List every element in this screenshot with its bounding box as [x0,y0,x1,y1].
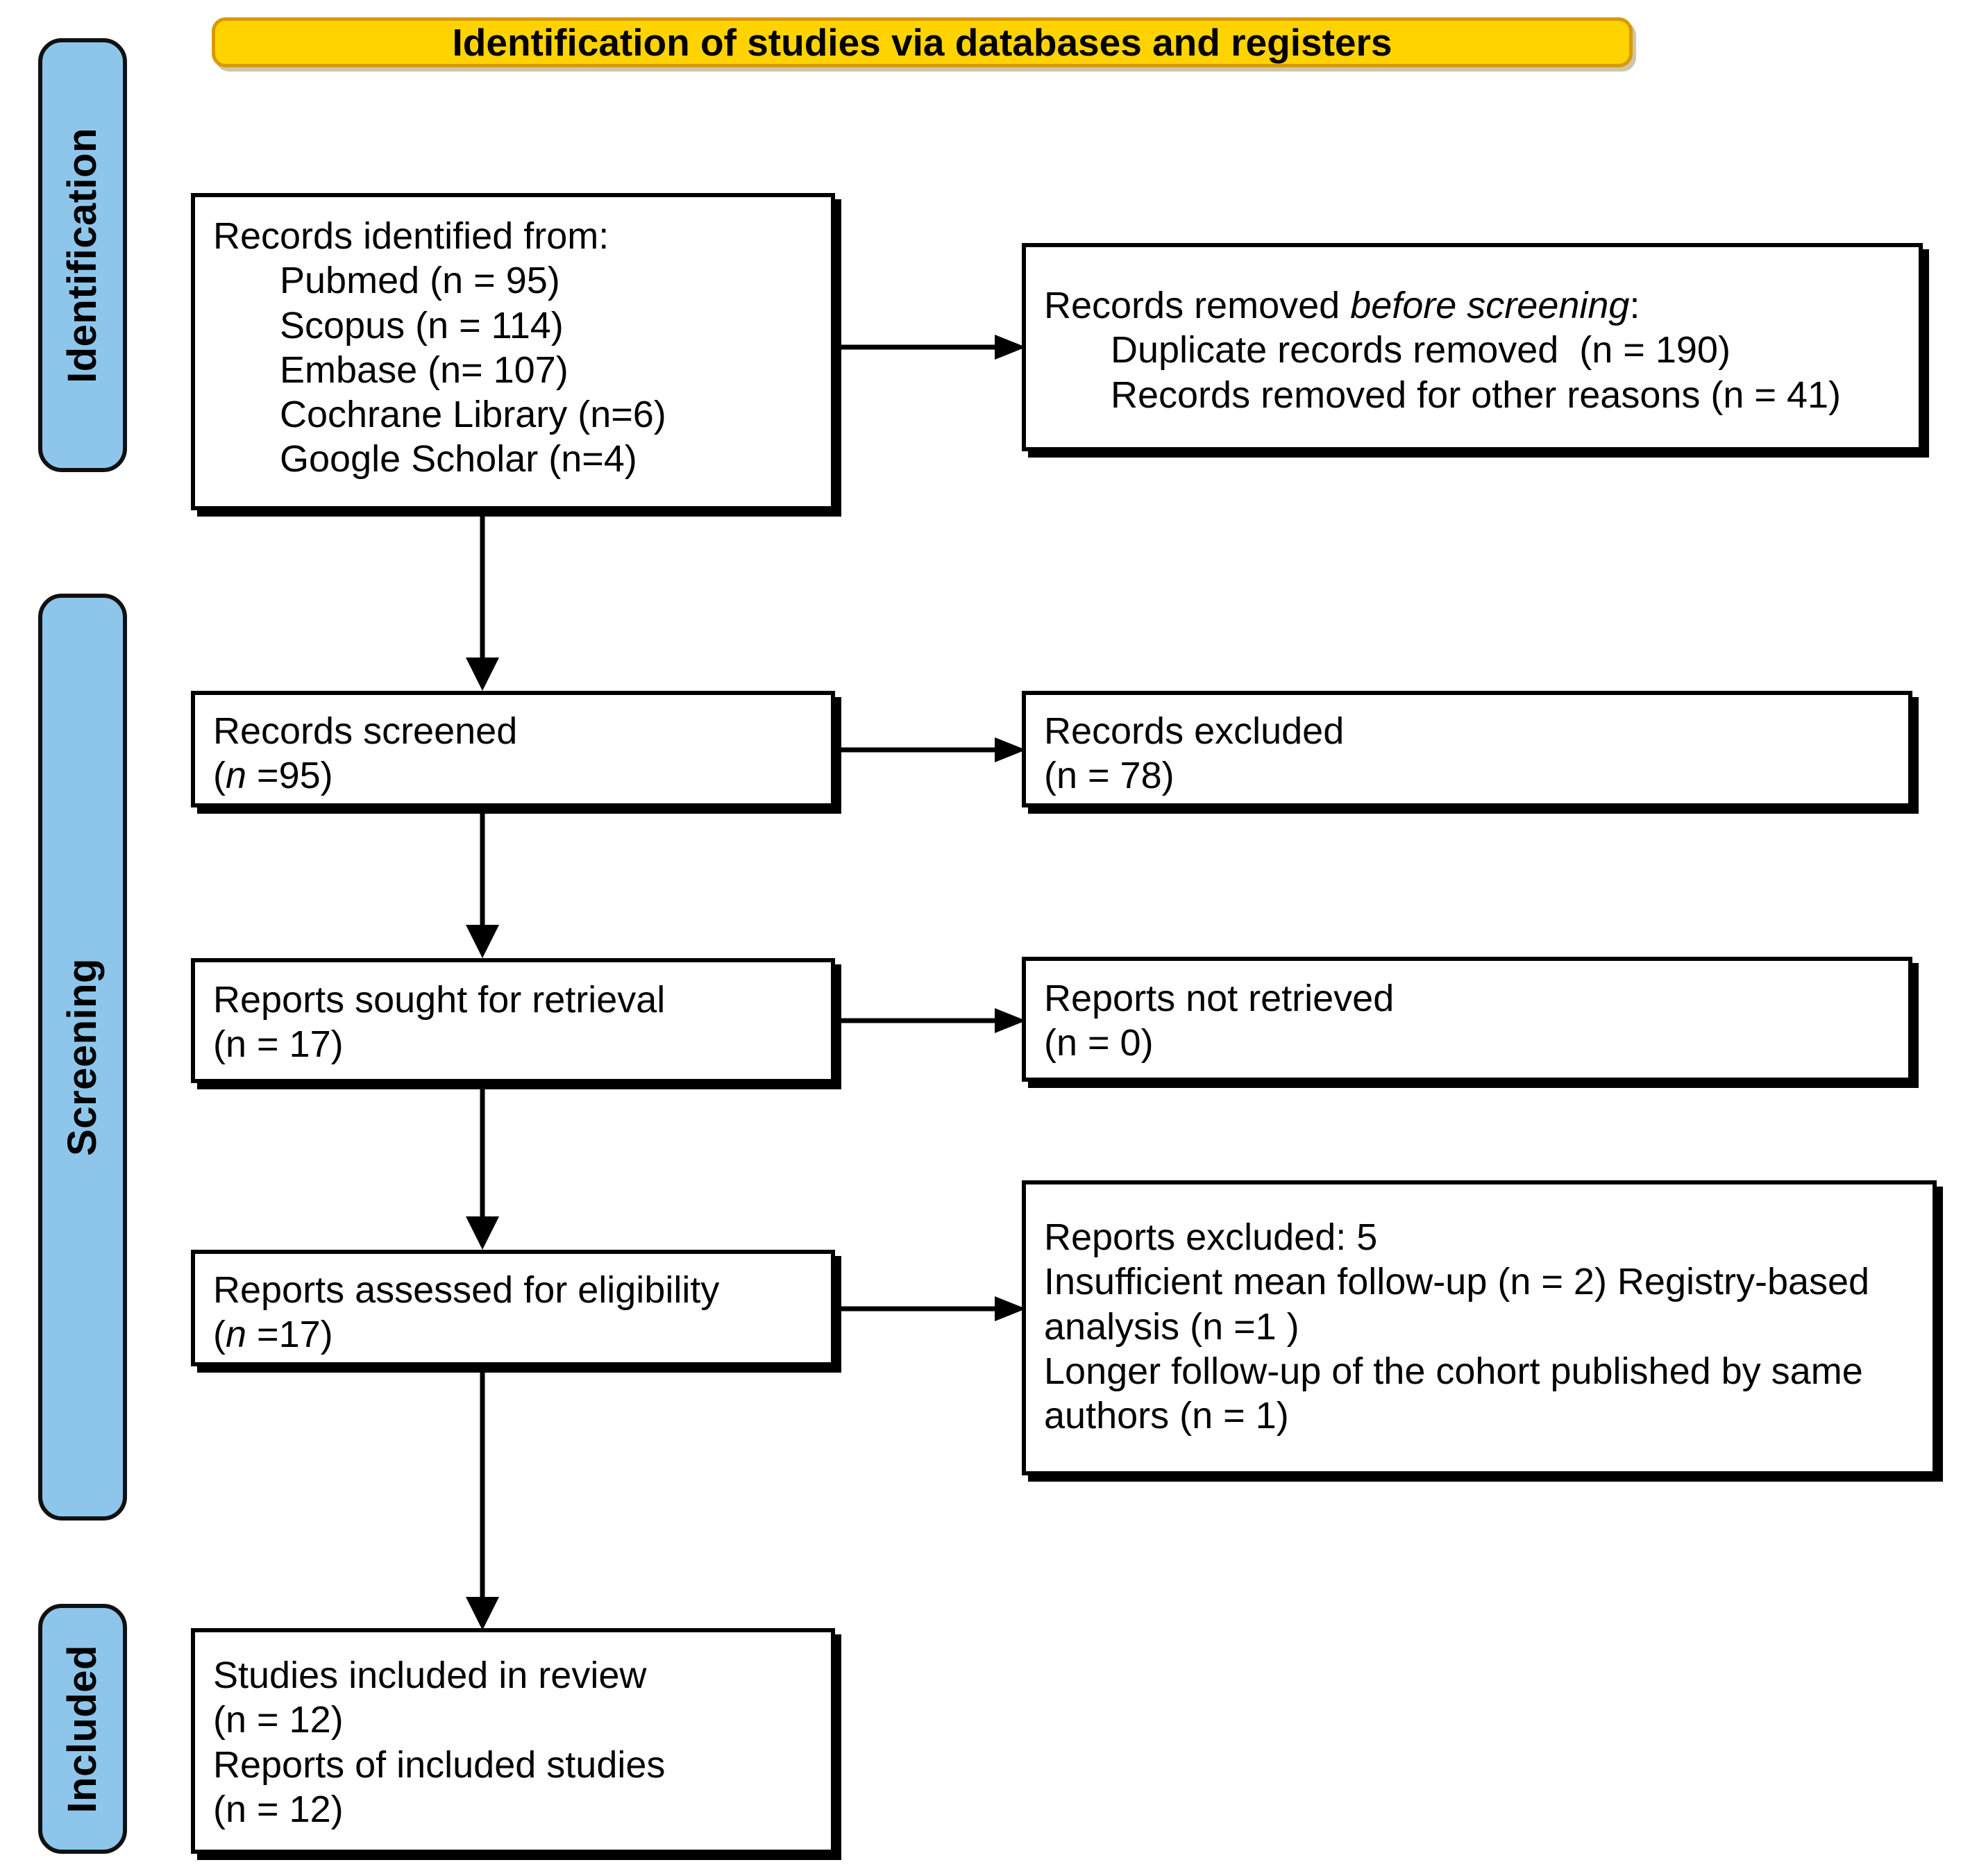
reports-assessed-count-open: ( [213,1314,226,1356]
records-screened-count-rest: =95) [246,755,333,797]
stage-band-identification: Identification [38,38,127,472]
records-screened-count-open: ( [213,755,226,797]
box-records-screened: Records screened (n =95) [191,691,835,807]
records-identified-source-google-scholar: Google Scholar (n=4) [280,438,637,480]
stage-label-screening: Screening [60,958,105,1156]
records-removed-heading: Records removed before screening: [1044,283,1901,328]
reports-assessed-label: Reports assessed for eligibility [213,1269,720,1311]
reports-excluded-reason-2: Longer follow-up of the cohort published… [1044,1350,1863,1437]
reports-assessed-count-rest: =17) [246,1314,333,1356]
diagram-title-text: Identification of studies via databases … [452,21,1392,64]
reports-not-retrieved-count: (n = 0) [1044,1022,1154,1064]
records-removed-heading-prefix: Records removed [1044,285,1351,326]
records-screened-count: (n =95) [213,753,813,798]
arrow-identified-to-screened [458,510,507,694]
records-screened-count-n: n [225,755,247,797]
records-removed-other-reasons: Records removed for other reasons (n = 4… [1111,374,1841,416]
records-removed-heading-italic: before screening [1350,285,1630,326]
diagram-title-banner: Identification of studies via databases … [212,17,1633,67]
reports-sought-count: (n = 17) [213,1023,344,1066]
records-identified-source-embase: Embase (n= 107) [280,349,569,391]
stage-band-included: Included [38,1604,127,1854]
studies-included-label: Studies included in review [213,1655,647,1696]
studies-included-count: (n = 12) [213,1699,344,1741]
records-identified-source-pubmed: Pubmed (n = 95) [280,260,560,302]
arrow-screened-to-sought [458,807,507,962]
records-removed-heading-suffix: : [1629,285,1640,326]
box-reports-not-retrieved: Reports not retrieved (n = 0) [1022,957,1912,1082]
box-records-excluded: Records excluded (n = 78) [1022,691,1912,807]
reports-sought-label: Reports sought for retrieval [213,979,666,1021]
records-identified-source-cochrane: Cochrane Library (n=6) [280,394,666,435]
box-reports-excluded: Reports excluded: 5 Insufficient mean fo… [1022,1180,1937,1475]
arrow-assessed-to-studies-included [458,1366,507,1634]
reports-of-included-studies-label: Reports of included studies [213,1743,666,1786]
records-excluded-count: (n = 78) [1044,755,1175,797]
arrow-screened-to-excluded [835,736,1029,764]
records-excluded-label: Records excluded [1044,710,1345,752]
arrow-identified-to-removed [835,333,1029,361]
box-reports-assessed: Reports assessed for eligibility (n =17) [191,1250,835,1366]
stage-label-identification: Identification [60,127,105,383]
reports-excluded-reason-1: Insufficient mean follow-up (n = 2) Regi… [1044,1261,1870,1348]
records-identified-heading: Records identified from: [213,215,609,257]
arrow-assessed-to-reports-excluded [835,1295,1029,1323]
reports-not-retrieved-label: Reports not retrieved [1044,978,1395,1019]
stage-label-included: Included [60,1644,105,1814]
box-reports-sought: Reports sought for retrieval (n = 17) [191,958,835,1083]
records-removed-duplicates: Duplicate records removed (n = 190) [1111,329,1731,371]
records-screened-label: Records screened [213,710,518,752]
box-records-removed: Records removed before screening: Duplic… [1022,243,1923,451]
arrow-sought-to-not-retrieved [835,1007,1029,1035]
reports-assessed-count-n: n [225,1314,247,1356]
reports-of-included-studies-count: (n = 12) [213,1788,344,1830]
box-records-identified: Records identified from: Pubmed (n = 95)… [191,193,835,510]
stage-band-screening: Screening [38,594,127,1521]
reports-assessed-count: (n =17) [213,1312,813,1357]
reports-excluded-heading: Reports excluded: 5 [1044,1216,1378,1258]
box-studies-included: Studies included in review (n = 12) Repo… [191,1628,835,1854]
arrow-sought-to-assessed [458,1083,507,1253]
records-identified-source-scopus: Scopus (n = 114) [280,304,564,346]
